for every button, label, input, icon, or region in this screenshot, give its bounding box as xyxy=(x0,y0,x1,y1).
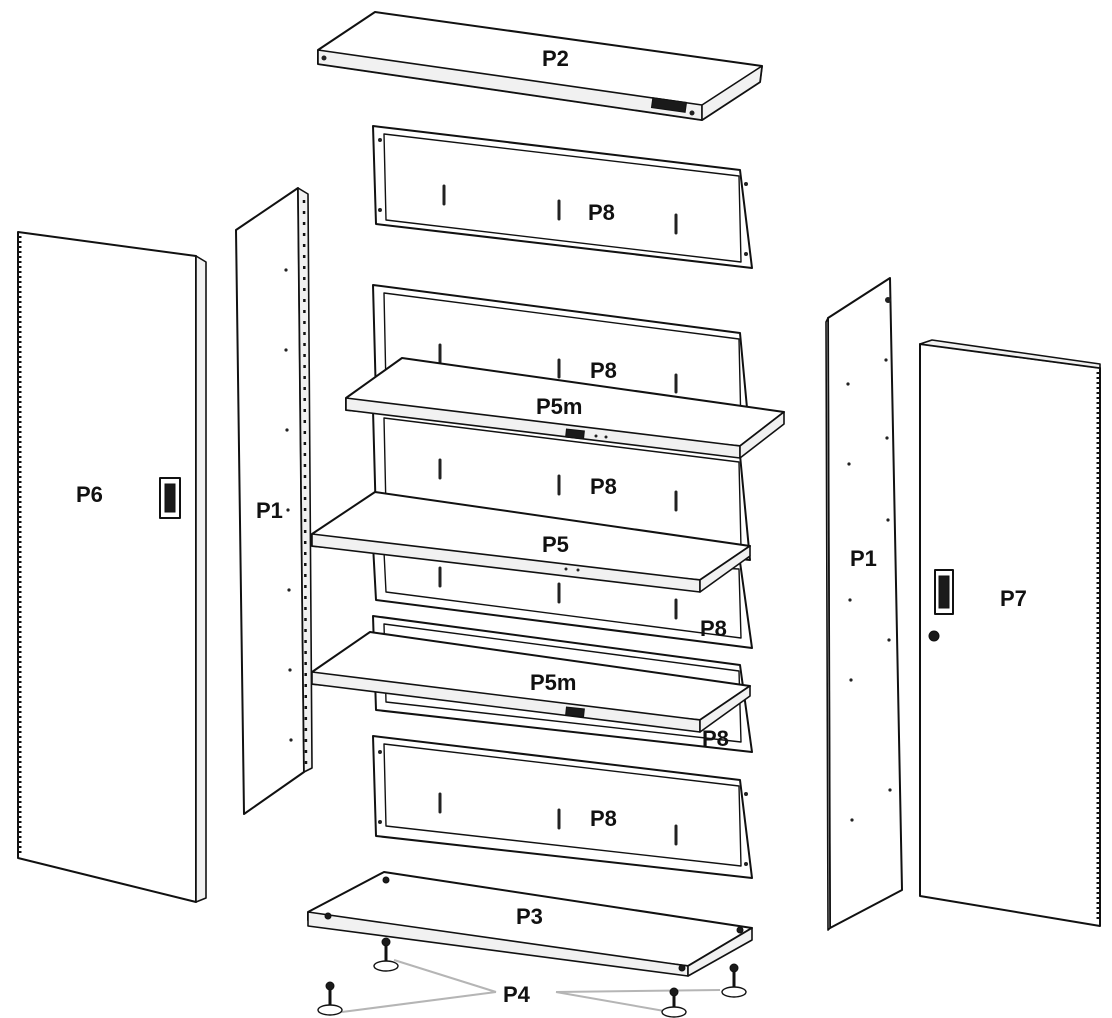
back-panel-p8-1: P8 xyxy=(372,125,753,269)
left-side-panel-p1: P1 xyxy=(235,187,313,815)
label-p5m-lower: P5m xyxy=(530,670,576,695)
label-p5-middle: P5 xyxy=(542,532,569,557)
label-p5m-upper: P5m xyxy=(536,394,582,419)
right-side-panel-p1: P1 xyxy=(825,277,903,931)
shelf-p5m-upper: P5m xyxy=(345,357,785,459)
label-p8-5: P8 xyxy=(702,726,729,751)
right-door-p7: P7 xyxy=(919,339,1101,927)
label-p1-right: P1 xyxy=(850,546,877,571)
label-p8-2: P8 xyxy=(590,358,617,383)
foot-1 xyxy=(317,981,343,1016)
shelf-p5-middle: P5 xyxy=(311,491,751,593)
label-p8-4: P8 xyxy=(700,616,727,641)
label-p1-left: P1 xyxy=(256,498,283,523)
foot-3 xyxy=(661,987,687,1018)
foot-2 xyxy=(373,937,399,972)
foot-4 xyxy=(721,963,747,998)
back-panel-p8-6: P8 xyxy=(372,735,753,879)
label-p4: P4 xyxy=(503,982,531,1007)
label-p7: P7 xyxy=(1000,586,1027,611)
leveling-feet-p4: P4 xyxy=(317,937,747,1018)
label-p6: P6 xyxy=(76,482,103,507)
label-p8-6: P8 xyxy=(590,806,617,831)
label-p8-1: P8 xyxy=(588,200,615,225)
label-p2: P2 xyxy=(542,46,569,71)
label-p3: P3 xyxy=(516,904,543,929)
top-panel-p2: P2 xyxy=(317,11,763,121)
left-door-p6: P6 xyxy=(17,231,207,903)
label-p8-3: P8 xyxy=(590,474,617,499)
bottom-panel-p3: P3 xyxy=(307,871,753,977)
